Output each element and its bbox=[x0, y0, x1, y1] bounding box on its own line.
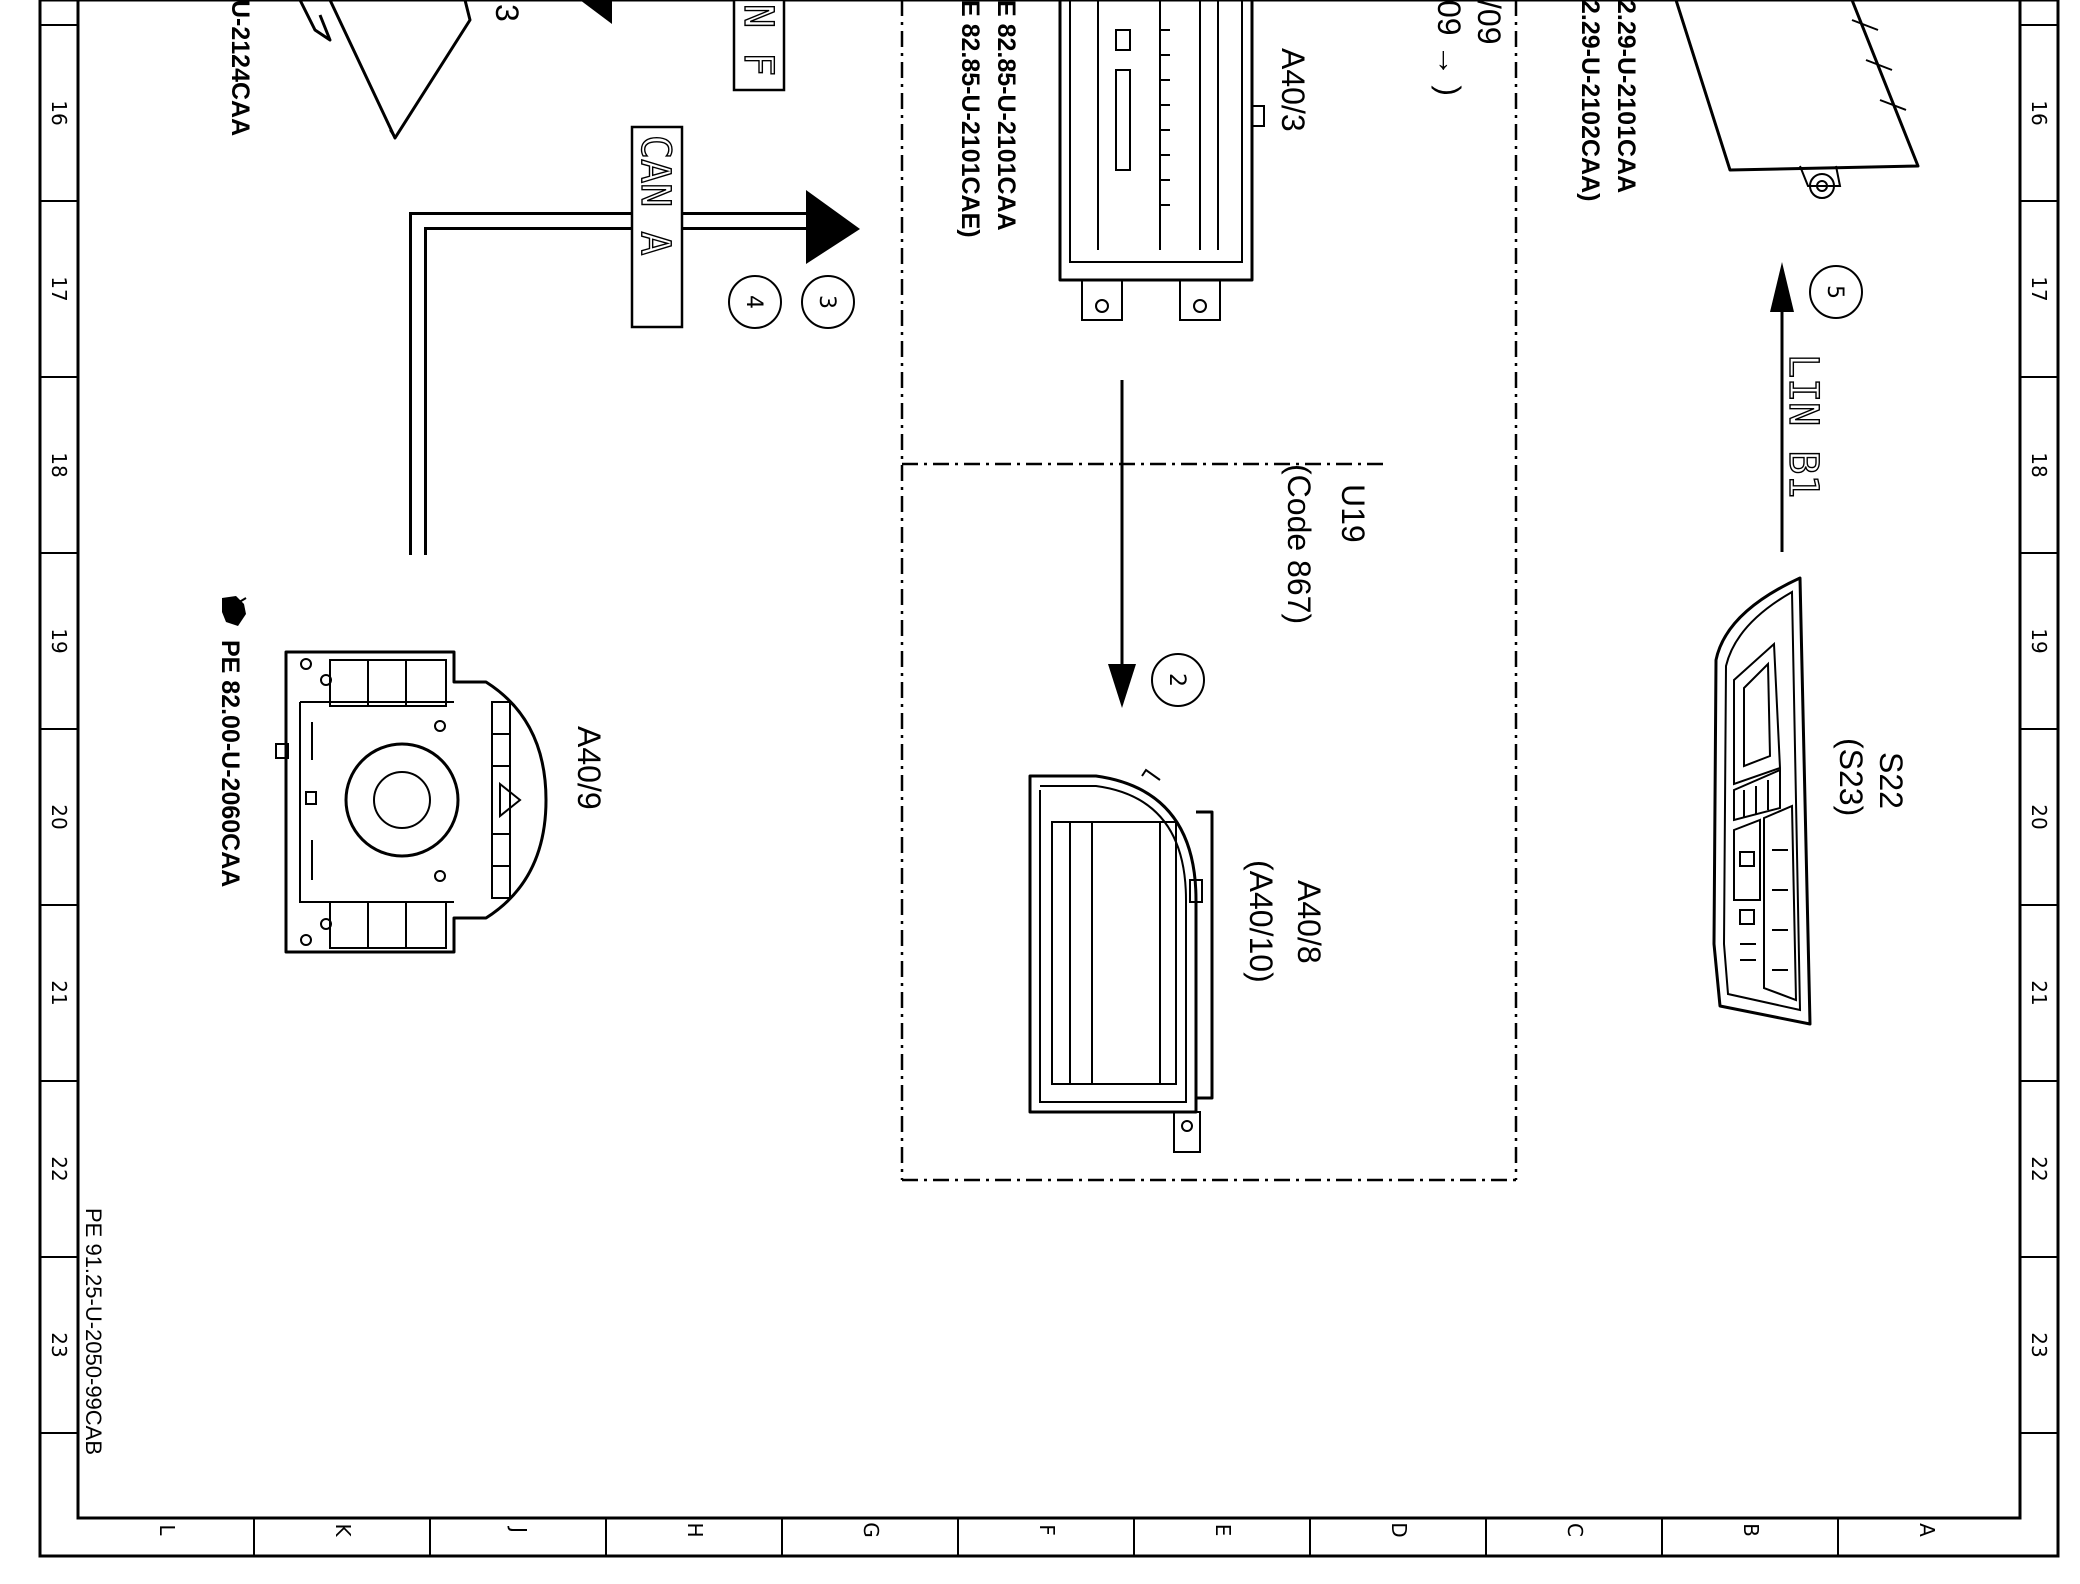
row-number: 16 bbox=[47, 100, 71, 125]
s22-component bbox=[1712, 576, 1812, 1026]
column-letter: B bbox=[1739, 1523, 1763, 1537]
row-number: 19 bbox=[2027, 628, 2051, 653]
a40-8-label: A40/8 bbox=[1291, 880, 1327, 964]
row-number: 20 bbox=[2027, 804, 2051, 829]
a40-8-feed-arrowhead bbox=[1108, 664, 1136, 708]
a40-8-feed-wire bbox=[1108, 380, 1136, 708]
a40-8-component bbox=[1028, 768, 1214, 1153]
circle-2-label: 2 bbox=[1164, 673, 1189, 687]
column-letter: C bbox=[1563, 1523, 1587, 1537]
top-right-ref-1: 2.29-U-2101CAA bbox=[1612, 0, 1640, 193]
top-left-arrow-fragment bbox=[580, 0, 612, 24]
row-number: 16 bbox=[2027, 100, 2051, 125]
row-number: 23 bbox=[2027, 1332, 2051, 1357]
column-letter: D bbox=[1387, 1522, 1411, 1537]
fragment-09b: 09 → ) bbox=[1431, 0, 1467, 96]
row-number: 22 bbox=[47, 1156, 71, 1181]
bus-label-top: N F bbox=[732, 0, 860, 92]
row-number: 20 bbox=[47, 804, 71, 829]
code-867-label: (Code 867) bbox=[1281, 464, 1317, 624]
can-a-wire: CAN A bbox=[409, 125, 860, 560]
a40-10-label: (A40/10) bbox=[1243, 860, 1279, 983]
circle-3: 3 bbox=[801, 275, 855, 329]
column-letter: L bbox=[155, 1524, 179, 1536]
row-number: 22 bbox=[2027, 1156, 2051, 1181]
row-number: 17 bbox=[47, 276, 71, 301]
top-left-fragment: 3 bbox=[489, 4, 525, 22]
column-letters: L K J H G F E D C B A bbox=[155, 1522, 1939, 1538]
row-number: 21 bbox=[2027, 980, 2051, 1005]
circle-2: 2 bbox=[1151, 653, 1205, 707]
column-letter: F bbox=[1035, 1524, 1059, 1536]
column-letter: J bbox=[507, 1525, 531, 1533]
lin-b1-arrowhead bbox=[1770, 262, 1794, 312]
column-letter: H bbox=[683, 1522, 707, 1537]
a40-9-component bbox=[275, 650, 548, 954]
column-letter: K bbox=[331, 1523, 355, 1537]
top-right-ref-2: 2.29-U-2102CAA) bbox=[1576, 0, 1604, 201]
a40-3-ref-1: E 82.85-U-2101CAA bbox=[992, 0, 1020, 231]
row-number: 19 bbox=[47, 628, 71, 653]
row-number: 18 bbox=[2027, 452, 2051, 477]
circle-4-label: 4 bbox=[741, 295, 766, 309]
lin-b1-wire bbox=[1770, 262, 1794, 552]
lin-b1-label: LIN B1 bbox=[1780, 354, 1826, 499]
top-right-component bbox=[1674, 0, 1920, 199]
drawing-frame bbox=[38, 0, 2060, 1558]
u19-zone-border bbox=[900, 0, 1518, 1182]
a40-3-ref-2: E 82.85-U-2101CAE) bbox=[956, 0, 984, 238]
row-number: 21 bbox=[47, 980, 71, 1005]
row-number: 17 bbox=[2027, 276, 2051, 301]
a40-9-label: A40/9 bbox=[571, 726, 607, 810]
s22-label: S22 bbox=[1873, 752, 1909, 809]
circle-4: 4 bbox=[728, 275, 782, 329]
row-number: 23 bbox=[47, 1332, 71, 1357]
drawing-id: PE 91.25-U-2050-99CAB bbox=[81, 1208, 106, 1455]
top-left-ref: U-2124CAA bbox=[226, 0, 254, 136]
column-letter: G bbox=[859, 1522, 883, 1538]
circle-3-label: 3 bbox=[814, 295, 839, 309]
u19-label: U19 bbox=[1335, 484, 1371, 543]
row-number: 18 bbox=[47, 452, 71, 477]
can-a-arrowhead bbox=[806, 190, 860, 264]
s23-label: (S23) bbox=[1833, 738, 1869, 816]
bus-top-fragment-label: N F bbox=[735, 4, 781, 76]
can-a-label: CAN A bbox=[632, 135, 678, 255]
a40-3-component bbox=[1058, 0, 1265, 321]
column-letter: A bbox=[1915, 1523, 1939, 1537]
hand-pointer-icon bbox=[222, 596, 247, 626]
a40-9-ref: PE 82.00-U-2060CAA bbox=[216, 640, 244, 887]
circle-5: 5 bbox=[1809, 265, 1863, 319]
top-left-component bbox=[298, 0, 472, 140]
fragment-09a: /09 bbox=[1471, 0, 1507, 44]
a40-3-label: A40/3 bbox=[1275, 48, 1311, 132]
column-letter: E bbox=[1211, 1524, 1235, 1537]
row-numbers-right: 16 17 18 19 20 21 22 23 bbox=[2027, 100, 2051, 1357]
row-numbers-left: 16 17 18 19 20 21 22 23 bbox=[47, 100, 71, 1357]
circle-5-label: 5 bbox=[1822, 285, 1847, 299]
